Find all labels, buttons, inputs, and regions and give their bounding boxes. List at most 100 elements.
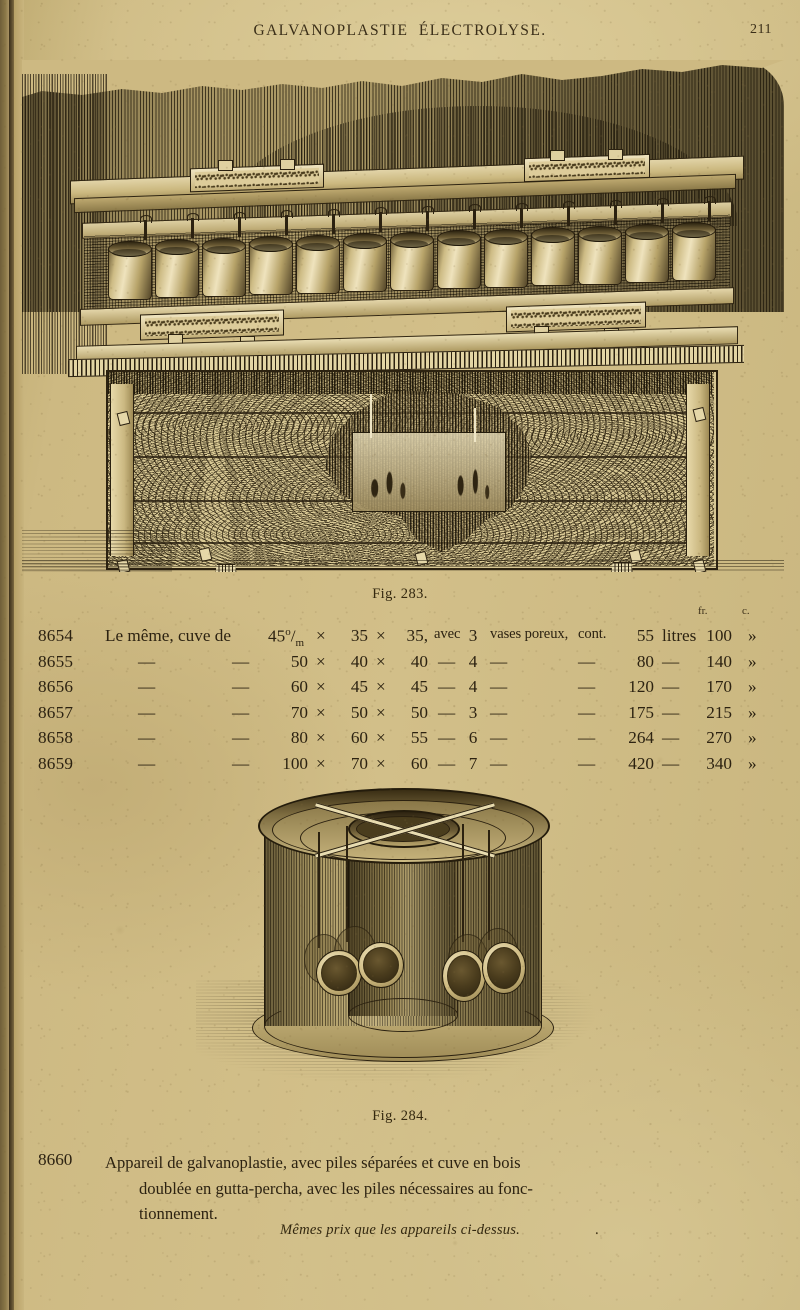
row-vase-count: 4 — [468, 677, 478, 696]
vat-suspension-rod — [370, 394, 372, 438]
entry-line-3: tionnement. — [139, 1204, 218, 1223]
row-dimension-2: 40 — [350, 651, 368, 671]
battery-cell — [343, 233, 387, 293]
table-row[interactable]: 8659 — — 100 × 70 × 60 — 7 — — 420 — 340… — [0, 754, 800, 780]
row-litres: 55 — [636, 626, 654, 645]
entry-text: Appareil de galvanoplastie, avec piles s… — [105, 1150, 693, 1227]
row-price-francs: 340 — [706, 753, 732, 773]
cell-terminal-post — [516, 202, 528, 228]
row-dimension-3: 45 — [410, 677, 428, 696]
row-price-francs: 100 — [706, 626, 732, 645]
table-row[interactable]: 8655 — — 50 × 40 × 40 — 4 — — 80 — 140 » — [0, 652, 800, 678]
row-price-centimes: » — [748, 626, 757, 645]
row-description: Le même, cuve de — [105, 626, 231, 645]
row-separator: — — [438, 651, 456, 671]
row-times-2: × — [376, 753, 386, 773]
row-vase-label: — — [490, 728, 508, 747]
row-reference: 8658 — [38, 728, 74, 747]
running-head: GALVANOPLASTIE ÉLECTROLYSE. 211 — [0, 22, 800, 44]
tray-tab — [280, 159, 295, 170]
row-ditto-2: — — [232, 753, 250, 773]
tray-tab — [608, 149, 623, 160]
row-dimension-1: 100 — [282, 753, 308, 773]
row-litres: 420 — [628, 753, 654, 773]
row-ditto-2: — — [232, 728, 250, 747]
ground-shading — [22, 558, 784, 572]
battery-cell — [625, 223, 669, 283]
table-row[interactable]: 8654 Le même, cuve de 45o/m × 35 × 35, a… — [0, 626, 800, 652]
row-litres: 120 — [628, 677, 654, 696]
central-tube-bottom — [348, 998, 458, 1032]
row-ditto-1: — — [138, 753, 156, 773]
row-dimension-3: 60 — [410, 753, 428, 773]
row-litres-label: — — [662, 651, 680, 671]
suspension-wire — [318, 832, 320, 948]
battery-cell — [484, 228, 528, 288]
entry-line-2: doublée en gutta-percha, avec les piles … — [139, 1178, 533, 1198]
cabinet-top-shadow — [108, 372, 712, 394]
row-dimension-2: 50 — [350, 702, 368, 722]
cell-terminal-post — [657, 197, 669, 223]
row-price-francs: 140 — [706, 651, 732, 671]
running-head-title: GALVANOPLASTIE ÉLECTROLYSE. — [253, 22, 547, 39]
table-row[interactable]: 8656 — — 60 × 45 × 45 — 4 — — 120 — 170 … — [0, 677, 800, 703]
row-times-2: × — [376, 626, 386, 645]
figure-283-caption: Fig. 283. — [372, 586, 428, 602]
entry-reference: 8660 — [38, 1150, 73, 1169]
medallion-relief — [363, 947, 399, 983]
entry-price-note: Mêmes prix que les appareils ci-dessus. — [280, 1222, 520, 1238]
stray-period-mark: . — [595, 1222, 599, 1238]
row-dimension-2: 70 — [350, 753, 368, 773]
row-ditto-1: — — [138, 651, 156, 671]
battery-cell — [108, 241, 152, 300]
binding-gutter-edge — [14, 0, 24, 1310]
battery-cell-row — [22, 60, 784, 360]
electrode-tray-fill — [145, 313, 279, 337]
table-row[interactable]: 8658 — — 80 × 60 × 55 — 6 — — 264 — 270 … — [0, 728, 800, 754]
row-times-1: × — [316, 728, 326, 747]
row-dimension-2: 60 — [350, 728, 368, 747]
row-litres: 80 — [636, 651, 654, 671]
cell-terminal-post — [140, 215, 152, 240]
row-litres-label: — — [662, 753, 680, 773]
row-cont-label: — — [578, 677, 596, 696]
suspension-wire — [346, 826, 348, 942]
battery-cell — [531, 227, 575, 287]
figure-283-illustration — [22, 60, 784, 572]
row-reference: 8656 — [38, 677, 74, 696]
row-dimension-3: 50 — [410, 702, 428, 722]
row-vase-label: — — [490, 677, 508, 696]
vat-suspension-rod — [474, 408, 476, 442]
cell-terminal-post — [563, 201, 575, 227]
row-times-1: × — [316, 677, 326, 696]
cell-terminal-post — [234, 211, 246, 237]
lower-electrode-tray — [506, 301, 646, 333]
medallion-relief — [447, 955, 481, 997]
cell-terminal-post — [422, 205, 434, 231]
row-litres: 175 — [628, 702, 654, 722]
row-litres-label: — — [662, 702, 680, 722]
row-dimension-3: 55 — [410, 728, 428, 747]
row-dimension-1: 80 — [290, 728, 308, 747]
row-times-1: × — [316, 702, 326, 722]
battery-cell — [437, 230, 481, 290]
row-times-2: × — [376, 677, 386, 696]
row-times-1: × — [316, 753, 326, 773]
cell-terminal-post — [328, 208, 340, 234]
row-price-centimes: » — [748, 677, 757, 696]
row-ditto-1: — — [138, 677, 156, 696]
vat-contents — [354, 442, 502, 508]
row-litres-label: — — [662, 677, 680, 696]
row-times-2: × — [376, 702, 386, 722]
row-vase-label: — — [490, 753, 508, 773]
row-dimension-1: 70 — [290, 702, 308, 722]
row-price-centimes: » — [748, 702, 757, 722]
row-vase-count: 3 — [468, 626, 478, 645]
row-cont-label: — — [578, 728, 596, 747]
row-dimension-1: 45o/m — [268, 626, 305, 650]
cell-terminal-post — [187, 213, 199, 239]
table-row[interactable]: 8657 — — 70 × 50 × 50 — 3 — — 175 — 215 … — [0, 703, 800, 729]
figure-284-caption: Fig. 284. — [372, 1108, 428, 1124]
row-vase-label: — — [490, 651, 508, 671]
